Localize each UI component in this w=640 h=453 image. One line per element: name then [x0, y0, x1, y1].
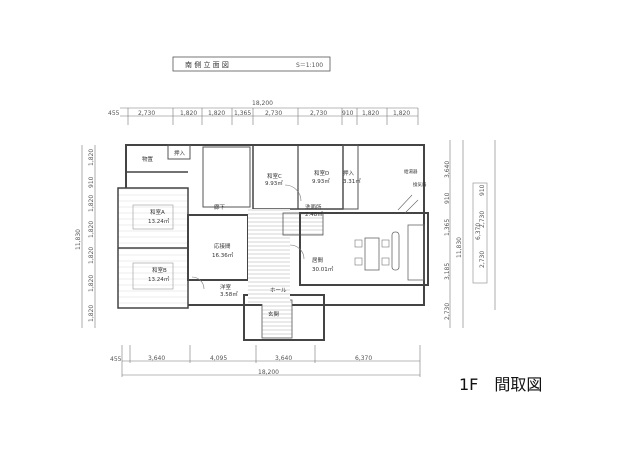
dim-label: 455 [110, 356, 122, 363]
dim-label: 455 [108, 110, 120, 117]
room-labels: 物置 押入 和室A 13.24㎡ 和室B 13.24㎡ 応接間 16.36㎡ 廊… [142, 149, 427, 318]
dim-label: 1,365 [234, 110, 251, 117]
right-dimension-line: 11,830 3,640 910 1,365 3,185 2,730 910 2… [444, 140, 496, 328]
annotation-label: 給湯器 [404, 168, 418, 175]
right-total-dimension: 11,830 [456, 237, 463, 258]
room-label: 物置 [142, 155, 154, 163]
dim-label: 2,730 [310, 110, 327, 117]
room-area: 30.01㎡ [312, 265, 334, 273]
room-label: 居間 [312, 257, 324, 264]
dim-label: 3,185 [444, 263, 451, 280]
dim-label: 910 [479, 184, 486, 196]
dim-label: 1,820 [88, 149, 95, 166]
room-area: 3.31㎡ [343, 177, 361, 185]
top-dimension-line: 18,200 455 2,730 1,820 1,820 1,365 2,730… [108, 100, 419, 125]
annotation-label: 換気扇 [413, 181, 427, 188]
dim-label: 3,640 [275, 355, 292, 362]
drawing-title: 南 側 立 面 図 [185, 60, 229, 69]
dim-label: 1,820 [362, 110, 379, 117]
bottom-dimension-line: 455 3,640 4,095 3,640 6,370 18,200 [110, 345, 421, 377]
room-area: 9.93㎡ [265, 179, 283, 187]
room-label: 押入 [343, 169, 355, 177]
room-label: 和室A [150, 208, 165, 216]
room-label: 玄関 [268, 310, 280, 318]
dim-label: 1,820 [88, 305, 95, 322]
dim-label: 910 [88, 176, 95, 188]
dim-label: 4,095 [210, 355, 227, 362]
top-total-dimension: 18,200 [252, 100, 273, 107]
room-label: 洋室 [220, 283, 232, 291]
room-area: 13.24㎡ [148, 217, 170, 225]
room-label: 廊下 [214, 203, 226, 211]
dim-label: 1,820 [88, 247, 95, 264]
room-label: 和室B [152, 266, 167, 274]
drawing-scale: S＝1:100 [296, 62, 323, 69]
dim-label: 1,820 [88, 195, 95, 212]
room-area: 3.58㎡ [220, 290, 238, 298]
room-area: 16.36㎡ [212, 251, 234, 259]
left-total-dimension: 11,830 [75, 229, 82, 250]
room-label: 応接間 [214, 242, 231, 250]
room-area: 2.48㎡ [305, 210, 323, 218]
dim-label: 6,370 [355, 355, 372, 362]
dim-label: 3,640 [148, 355, 165, 362]
dim-label: 1,820 [88, 221, 95, 238]
room-label: ホール [270, 287, 287, 294]
dim-label: 910 [342, 110, 354, 117]
dim-label: 1,820 [88, 275, 95, 292]
room-area: 9.93㎡ [312, 177, 330, 185]
dim-label: 1,820 [208, 110, 225, 117]
dim-label: 910 [444, 192, 451, 204]
dim-label: 2,730 [444, 303, 451, 320]
plan-walls [117, 144, 429, 341]
dim-label: 2,730 [138, 110, 155, 117]
dim-label: 6,370 [475, 223, 482, 240]
dim-label: 2,730 [479, 251, 486, 268]
room-label: 押入 [174, 149, 186, 157]
dim-label: 1,365 [444, 219, 451, 236]
room-label: 和室C [267, 172, 282, 180]
dim-label: 1,820 [180, 110, 197, 117]
floor-caption: 1F 間取図 [459, 375, 543, 394]
dim-label: 2,730 [265, 110, 282, 117]
room-label: 和室D [314, 169, 329, 177]
room-area: 13.24㎡ [148, 275, 170, 283]
title-box: 南 側 立 面 図 S＝1:100 [172, 56, 331, 72]
dim-label: 2,730 [479, 211, 486, 228]
room-label: 洗面所 [305, 203, 322, 211]
dim-label: 3,640 [444, 161, 451, 178]
bottom-total-dimension: 18,200 [258, 369, 279, 376]
left-dimension-line: 11,830 1,820 910 1,820 1,820 1,820 1,820… [75, 145, 96, 328]
dim-label: 1,820 [393, 110, 410, 117]
